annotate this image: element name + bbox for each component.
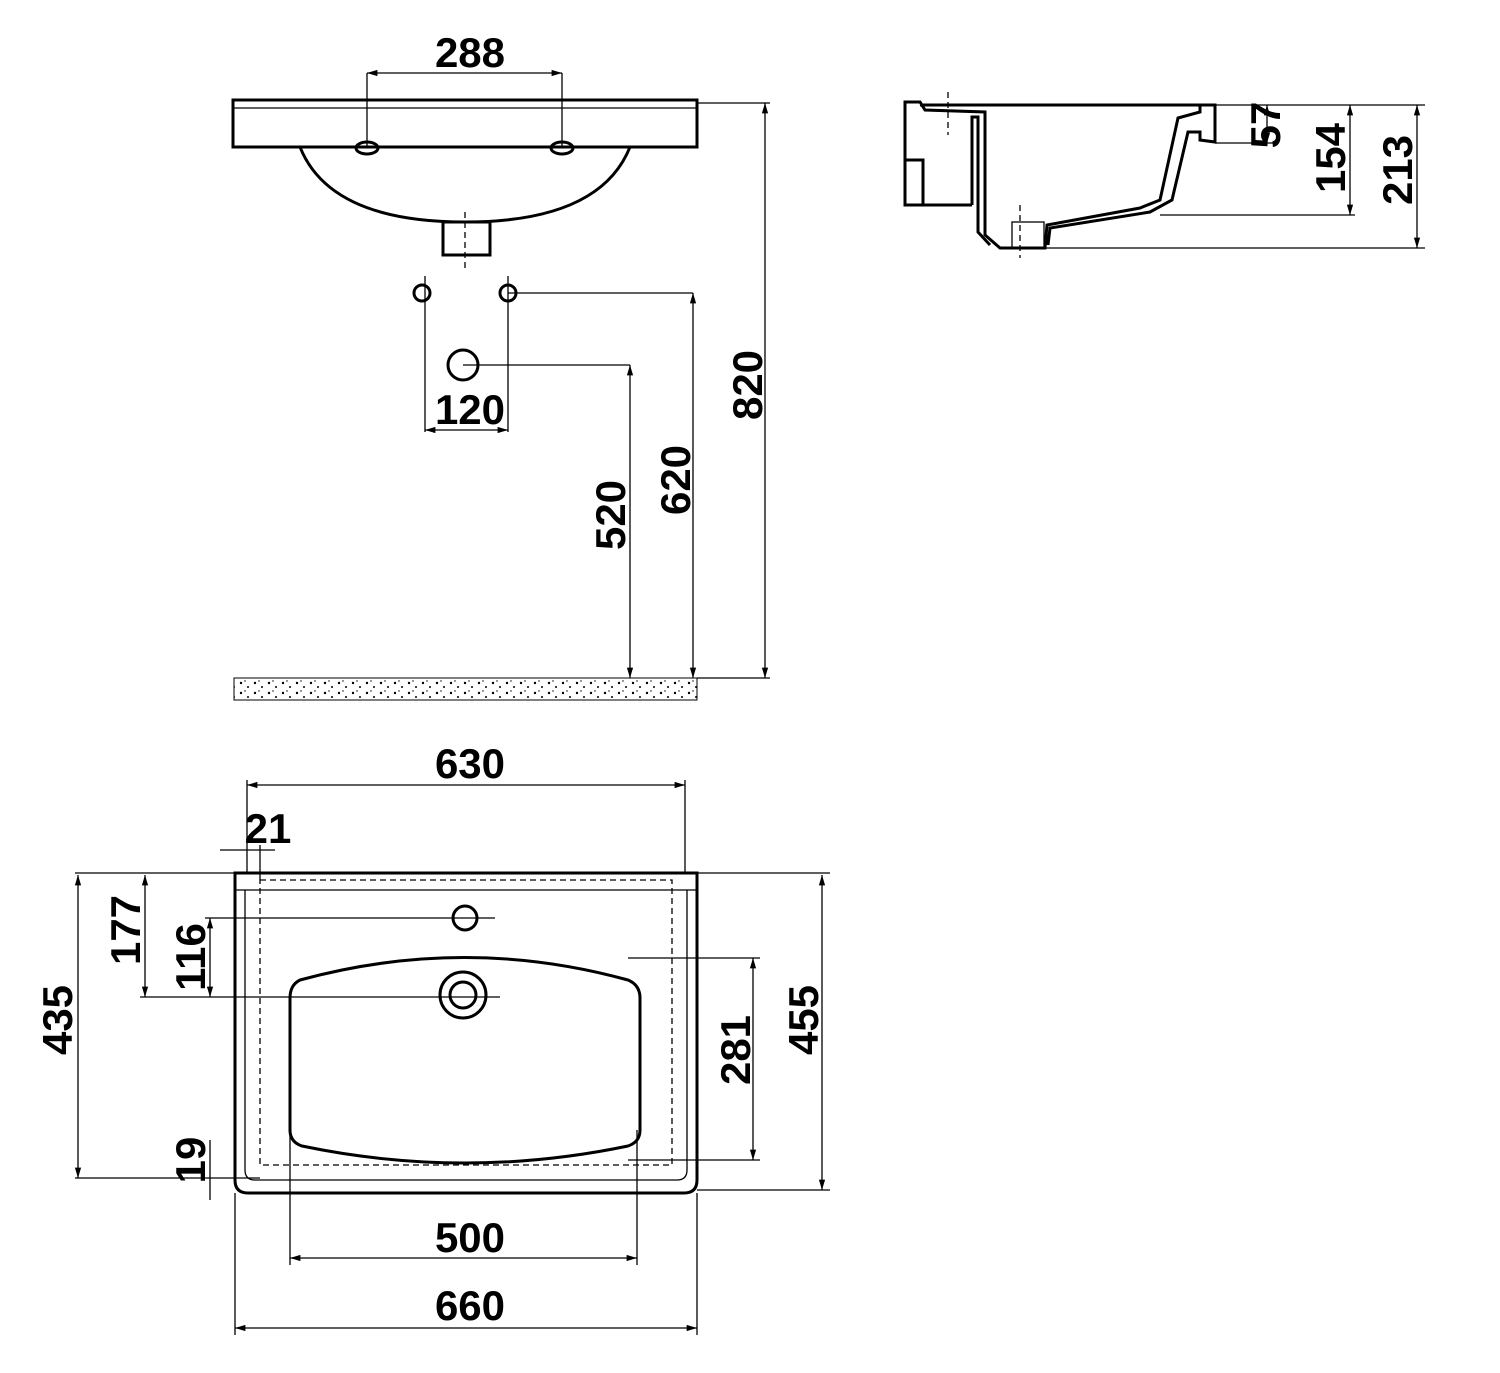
dim-213: 213 — [1374, 135, 1421, 205]
front-view: 288 120 520 620 820 — [231, 29, 771, 701]
dim-154: 154 — [1307, 122, 1354, 193]
dim-57: 57 — [1242, 102, 1289, 149]
drain-inner — [448, 980, 478, 1010]
drain-outlet — [441, 220, 492, 257]
wall-hole-left — [412, 283, 432, 303]
dim-520: 520 — [587, 480, 634, 550]
drain-outer — [438, 970, 488, 1020]
countertop-outline — [231, 98, 699, 149]
dim-281: 281 — [712, 1015, 759, 1085]
top-view: 630 21 435 177 116 19 281 455 500 660 — [34, 740, 830, 1335]
basin-outline — [288, 956, 642, 1165]
dim-435: 435 — [34, 985, 81, 1055]
dim-500: 500 — [435, 1214, 505, 1261]
dim-177: 177 — [102, 895, 149, 965]
dim-660: 660 — [435, 1282, 505, 1329]
side-section-outline — [903, 100, 1217, 250]
floor — [233, 677, 698, 701]
dim-455: 455 — [780, 985, 827, 1055]
dim-820: 820 — [724, 350, 771, 420]
dim-288: 288 — [435, 29, 505, 76]
dim-21: 21 — [245, 805, 292, 852]
dim-116: 116 — [167, 923, 214, 991]
bowl-outline — [298, 146, 632, 224]
top-outline — [233, 871, 699, 1195]
dim-19: 19 — [167, 1137, 214, 1184]
dim-620: 620 — [652, 445, 699, 515]
side-view: 57 154 213 — [903, 92, 1425, 258]
dim-630: 630 — [435, 740, 505, 787]
dim-120: 120 — [435, 386, 505, 433]
